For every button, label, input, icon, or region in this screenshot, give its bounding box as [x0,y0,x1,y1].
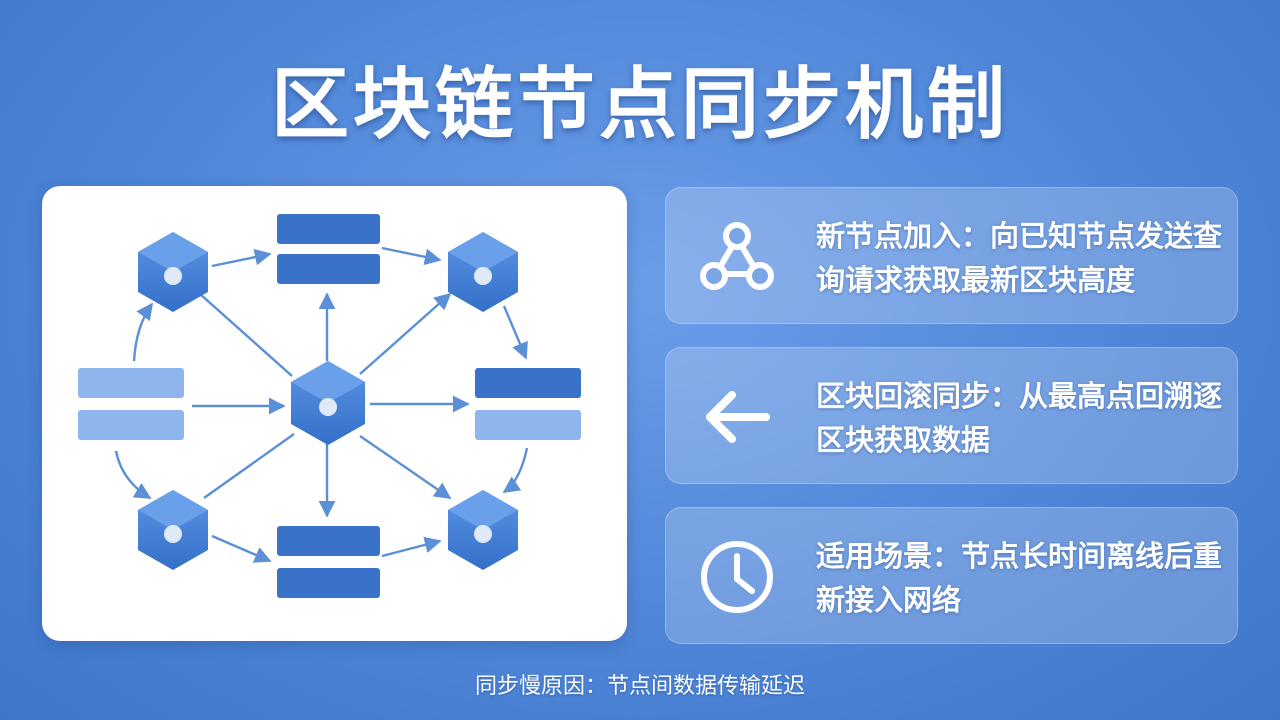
node-top-left [138,232,208,312]
block [277,254,380,284]
block [277,526,380,556]
block-group-right [475,368,581,440]
network-diagram [78,214,581,598]
block [475,410,581,440]
footer-note: 同步慢原因：节点间数据传输延迟 [474,674,805,699]
block [277,214,380,244]
page-title: 区块链节点同步机制 [270,60,1009,150]
network-diagram-panel [42,186,627,641]
info-card-new-node: 新节点加入：向已知节点发送查询请求获取最新区块高度 [665,187,1238,324]
info-card-use-case: 适用场景：节点长时间离线后重新接入网络 [665,507,1238,644]
card-text: 区块回滚同步：从最高点回溯逐区块获取数据 [816,379,1223,457]
block-group-top [277,214,380,284]
clock-icon [701,541,773,613]
block [277,568,380,598]
card-text: 适用场景：节点长时间离线后重新接入网络 [816,539,1223,617]
block [78,410,184,440]
block-group-bottom [277,526,380,598]
node-top-right [448,232,518,312]
card-text: 新节点加入：向已知节点发送查询请求获取最新区块高度 [816,219,1223,297]
connection-arrows [114,246,529,563]
plain-links [199,293,295,499]
block-group-left [78,368,184,440]
node-bottom-left [138,490,208,570]
network-triangle-icon [700,222,774,290]
node-bottom-right [448,490,518,570]
arrow-left-icon [706,391,770,443]
node-center [291,361,365,445]
info-card-rollback-sync: 区块回滚同步：从最高点回溯逐区块获取数据 [665,347,1238,484]
block [78,368,184,398]
block [475,368,581,398]
